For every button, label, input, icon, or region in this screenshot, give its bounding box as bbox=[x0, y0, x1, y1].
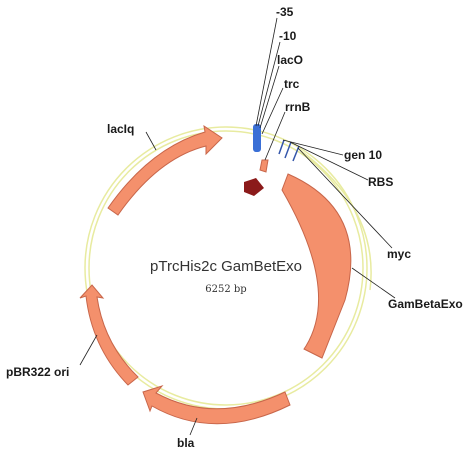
label-rbs: RBS bbox=[368, 175, 393, 189]
gen10-tick bbox=[278, 139, 285, 155]
plasmid-backbone-inner bbox=[88, 130, 364, 406]
promoter-bar bbox=[253, 124, 261, 152]
leader-laciq bbox=[145, 131, 157, 151]
label-ori: pBR322 ori bbox=[6, 365, 69, 379]
plasmid-size: 6252 bp bbox=[205, 284, 246, 295]
leader-ori bbox=[79, 334, 98, 366]
label-rrnb: rrnB bbox=[285, 100, 311, 114]
label-m35: -35 bbox=[276, 5, 294, 19]
label-gen10: gen 10 bbox=[344, 148, 382, 162]
leader-myc bbox=[297, 147, 393, 249]
label-m10: -10 bbox=[279, 29, 297, 43]
label-gbe: GamBetaExo bbox=[388, 297, 463, 311]
leader-gbe bbox=[351, 267, 396, 299]
leader-trc bbox=[261, 87, 284, 135]
label-myc: myc bbox=[387, 247, 411, 261]
label-bla: bla bbox=[177, 436, 195, 450]
label-trc: trc bbox=[284, 77, 300, 91]
leader-rbs bbox=[289, 141, 369, 181]
rrnb-arrow bbox=[259, 159, 269, 173]
label-laciq: lacIq bbox=[107, 122, 134, 136]
plasmid-name: pTrcHis2c GamBetExo bbox=[150, 258, 302, 275]
gene-arrow-ori bbox=[79, 284, 139, 386]
leader-gen10 bbox=[282, 139, 344, 156]
rbs-tick bbox=[284, 141, 292, 159]
leader-rrnb bbox=[264, 111, 286, 161]
start-marker bbox=[244, 178, 264, 196]
gene-arrow-gambetaexo bbox=[281, 173, 352, 359]
leader-m35 bbox=[255, 17, 278, 127]
gene-arrow-bla bbox=[142, 384, 291, 425]
leader-m10 bbox=[257, 41, 281, 127]
myc-backbone-arc bbox=[299, 149, 372, 291]
leader-bla bbox=[189, 417, 198, 436]
leader-laco bbox=[259, 65, 280, 129]
label-laco: lacO bbox=[277, 53, 303, 67]
gene-arrow-laciq bbox=[107, 124, 223, 216]
